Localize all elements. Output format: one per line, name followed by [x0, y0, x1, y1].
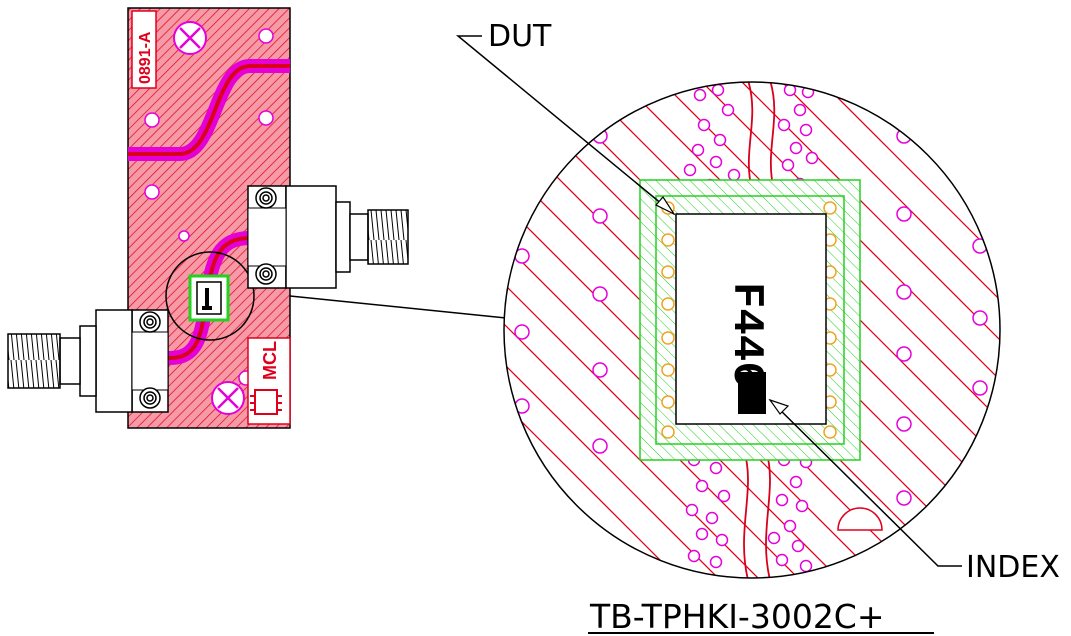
index-mark: [738, 372, 766, 414]
zoom-leader-line: [289, 295, 507, 319]
dut-label: DUT: [488, 19, 552, 54]
sma-connector-right: [247, 185, 409, 289]
sma-connector-left: [7, 309, 169, 413]
dut-callout: [455, 35, 676, 216]
board-code-label: 0891-A: [137, 31, 154, 84]
index-label: INDEX: [966, 550, 1060, 585]
manufacturer-label: MCL: [260, 341, 280, 380]
dut-zoom-marker: [165, 251, 255, 341]
board-code-box: [131, 10, 157, 89]
detail-circle-outline: [503, 81, 1001, 579]
detail-rf-trace: [743, 82, 776, 578]
index-notch: [837, 507, 883, 531]
mounting-hole-top: [173, 21, 207, 55]
board-number-title: TB-TPHKI-3002C+: [589, 597, 885, 636]
ic-package-icon: [250, 389, 282, 415]
rf-trace-upper: [128, 59, 290, 161]
board-overview: 0891-A: [7, 7, 409, 429]
index-callout: [768, 398, 962, 567]
mounting-hole-bottom: [211, 381, 245, 415]
part-marking: F446: [721, 282, 771, 388]
